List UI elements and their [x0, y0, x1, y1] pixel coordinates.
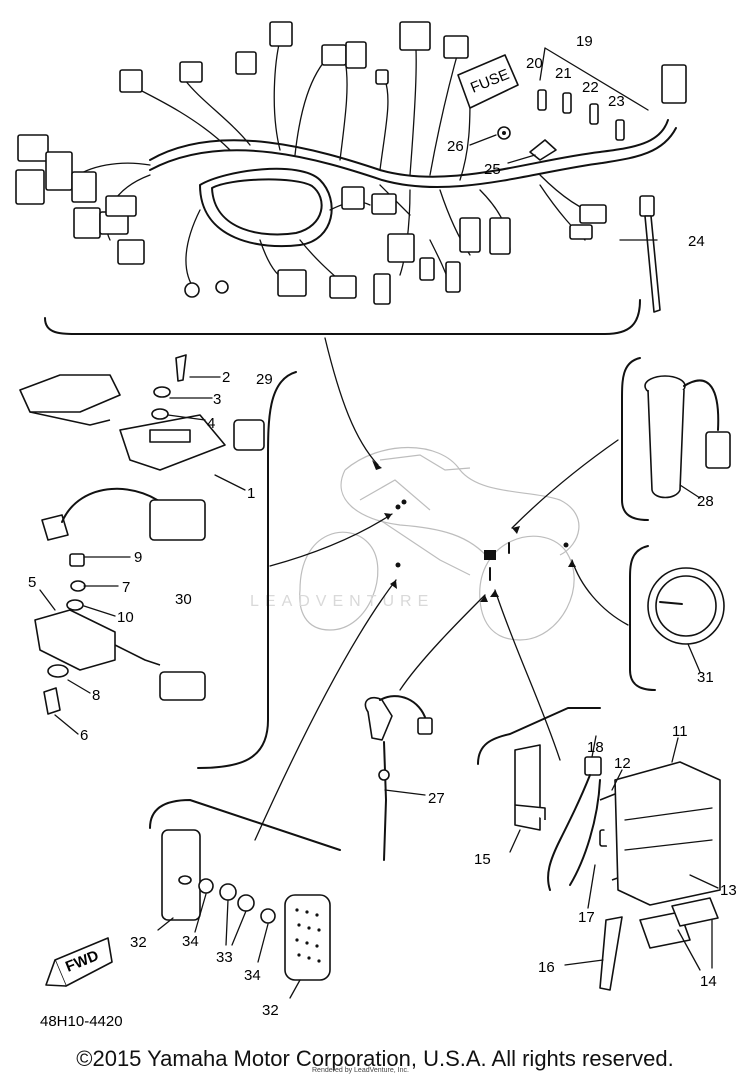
leader-lines [254, 337, 629, 841]
right-middle-parts [644, 375, 731, 645]
fuses [537, 47, 649, 141]
callout-numbers: 19 20 21 22 23 26 25 24 2 29 3 4 1 28 9 … [28, 33, 737, 1030]
callout-26: 26 [447, 138, 464, 155]
callout-30: 30 [175, 591, 192, 608]
callout-1: 1 [247, 485, 255, 502]
callout-5: 5 [28, 574, 36, 591]
callout-10: 10 [117, 609, 134, 626]
callout-8: 8 [92, 687, 100, 704]
callout-16: 16 [538, 959, 555, 976]
callout-24: 24 [688, 233, 705, 250]
callout-leaders [39, 134, 719, 999]
callout-6: 6 [80, 727, 88, 744]
callout-13: 13 [720, 882, 737, 899]
callout-2: 2 [222, 369, 230, 386]
callout-32-left: 32 [130, 934, 147, 951]
callout-7: 7 [122, 579, 130, 596]
location-markers [395, 499, 569, 581]
callout-31: 31 [697, 669, 714, 686]
callout-34-left: 34 [182, 933, 199, 950]
callout-4: 4 [207, 415, 215, 432]
callout-19: 19 [576, 33, 593, 50]
motorcycle-outline [299, 446, 580, 641]
callout-18: 18 [587, 739, 604, 756]
fwd-arrow: FWD [45, 937, 113, 987]
main-wire-harness: FUSE [15, 21, 687, 305]
callout-15: 15 [474, 851, 491, 868]
section-boundaries [44, 299, 656, 851]
callout-27: 27 [428, 790, 445, 807]
callout-22: 22 [582, 79, 599, 96]
watermark-text: LEADVENTURE [250, 593, 434, 610]
callout-32-right: 32 [262, 1002, 279, 1019]
render-credit: Rendered by LeadVenture, Inc. [312, 1067, 409, 1074]
callout-25: 25 [484, 161, 501, 178]
callout-20: 20 [526, 55, 543, 72]
callout-23: 23 [608, 93, 625, 110]
callout-33: 33 [216, 949, 233, 966]
callout-14: 14 [700, 973, 717, 990]
callout-3: 3 [213, 391, 221, 408]
callout-21: 21 [555, 65, 572, 82]
left-middle-parts [19, 354, 265, 715]
cable-tie [639, 195, 661, 313]
copyright-footer: ©2015 Yamaha Motor Corporation, U.S.A. A… [76, 1046, 674, 1071]
callout-17: 17 [578, 909, 595, 926]
callout-9: 9 [134, 549, 142, 566]
part-code: 48H10-4420 [40, 1013, 123, 1030]
bottom-parts [161, 695, 721, 991]
callout-11: 11 [672, 723, 688, 740]
callout-29: 29 [256, 371, 273, 388]
callout-34-right: 34 [244, 967, 261, 984]
callout-12: 12 [614, 755, 631, 772]
callout-28: 28 [697, 493, 714, 510]
washer-and-bolt [497, 126, 557, 161]
